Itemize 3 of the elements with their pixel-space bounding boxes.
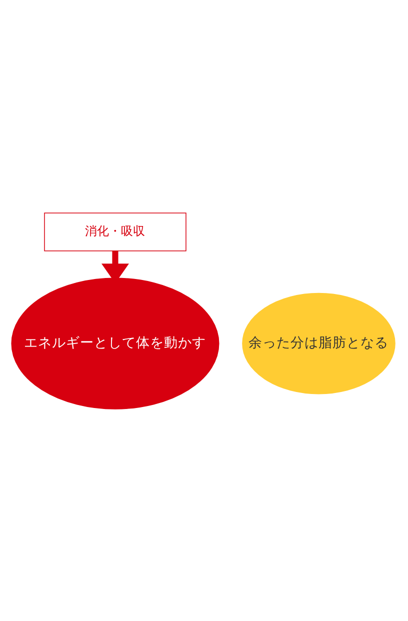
node-ellipse: 余った分は脂肪となる [240,290,398,396]
node-ellipse: エネルギーとして体を動かす [11,277,220,409]
node-box: 消化・吸収 [44,212,186,251]
